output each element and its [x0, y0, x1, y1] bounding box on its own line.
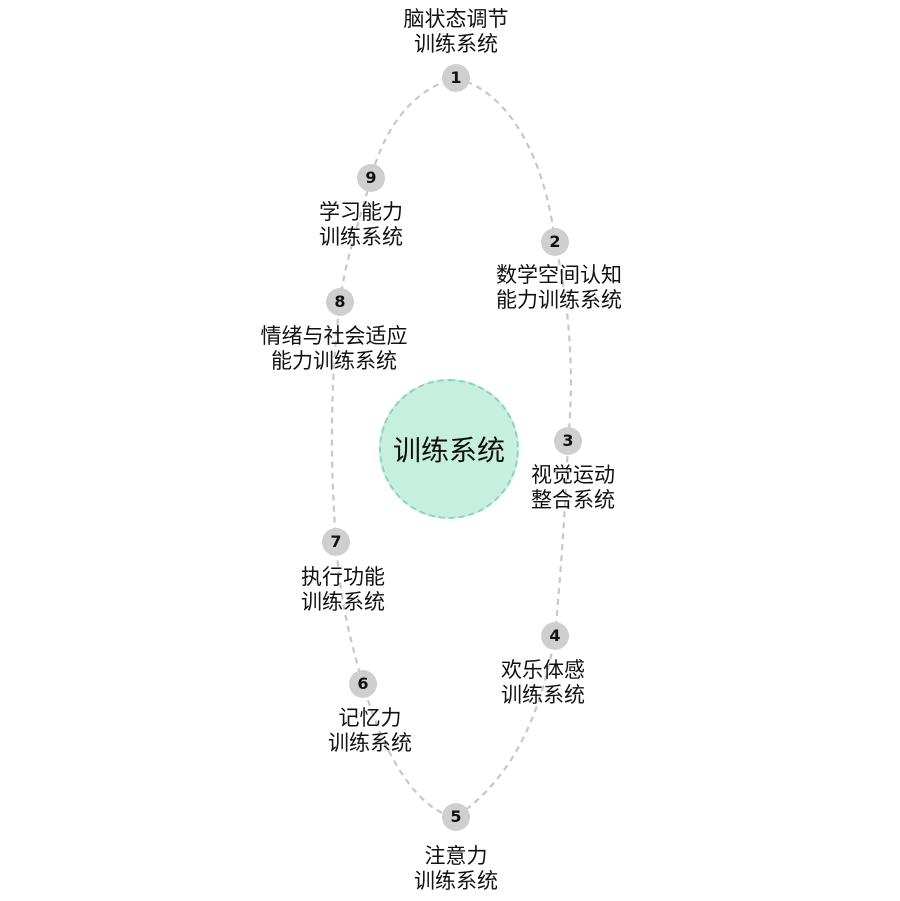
node-6-line2: 训练系统: [328, 731, 412, 755]
node-2-badge: 2: [541, 228, 569, 256]
node-3-line1: 视觉运动: [531, 463, 615, 487]
node-4-line1: 欢乐体感: [501, 658, 585, 682]
node-8-line2: 能力训练系统: [271, 349, 397, 373]
node-7-line2: 训练系统: [301, 590, 385, 614]
node-4-label: 欢乐体感 训练系统: [501, 658, 585, 708]
node-1-badge: 1: [442, 64, 470, 92]
node-7-line1: 执行功能: [301, 565, 385, 589]
node-9-line2: 训练系统: [319, 225, 403, 249]
node-9-line1: 学习能力: [319, 200, 403, 224]
node-7-badge: 7: [322, 528, 350, 556]
node-6-label: 记忆力 训练系统: [328, 706, 412, 756]
node-6-line1: 记忆力: [338, 706, 402, 730]
node-5-line1: 注意力: [424, 844, 488, 868]
node-4-line2: 训练系统: [501, 683, 585, 707]
node-7-label: 执行功能 训练系统: [301, 565, 385, 615]
node-8-label: 情绪与社会适应 能力训练系统: [261, 324, 408, 374]
node-1-line2: 训练系统: [414, 32, 498, 56]
node-3-line2: 整合系统: [531, 488, 615, 512]
node-2-label: 数学空间认知 能力训练系统: [496, 263, 622, 313]
center-circle: [379, 379, 519, 519]
node-1-label: 脑状态调节 训练系统: [404, 7, 509, 57]
node-3-badge: 3: [554, 427, 582, 455]
node-9-badge: 9: [357, 164, 385, 192]
node-5-line2: 训练系统: [414, 869, 498, 893]
node-2-line2: 能力训练系统: [496, 288, 622, 312]
node-2-line1: 数学空间认知: [496, 263, 622, 287]
node-6-badge: 6: [349, 670, 377, 698]
node-1-line1: 脑状态调节: [403, 7, 509, 31]
node-5-badge: 5: [442, 803, 470, 831]
center-label: 训练系统: [392, 434, 506, 467]
node-8-line1: 情绪与社会适应: [260, 324, 408, 348]
node-5-label: 注意力 训练系统: [414, 844, 498, 894]
node-4-badge: 4: [541, 622, 569, 650]
node-8-badge: 8: [326, 288, 354, 316]
loop-path: [330, 76, 573, 819]
node-3-label: 视觉运动 整合系统: [531, 463, 615, 513]
node-9-label: 学习能力 训练系统: [319, 200, 403, 250]
